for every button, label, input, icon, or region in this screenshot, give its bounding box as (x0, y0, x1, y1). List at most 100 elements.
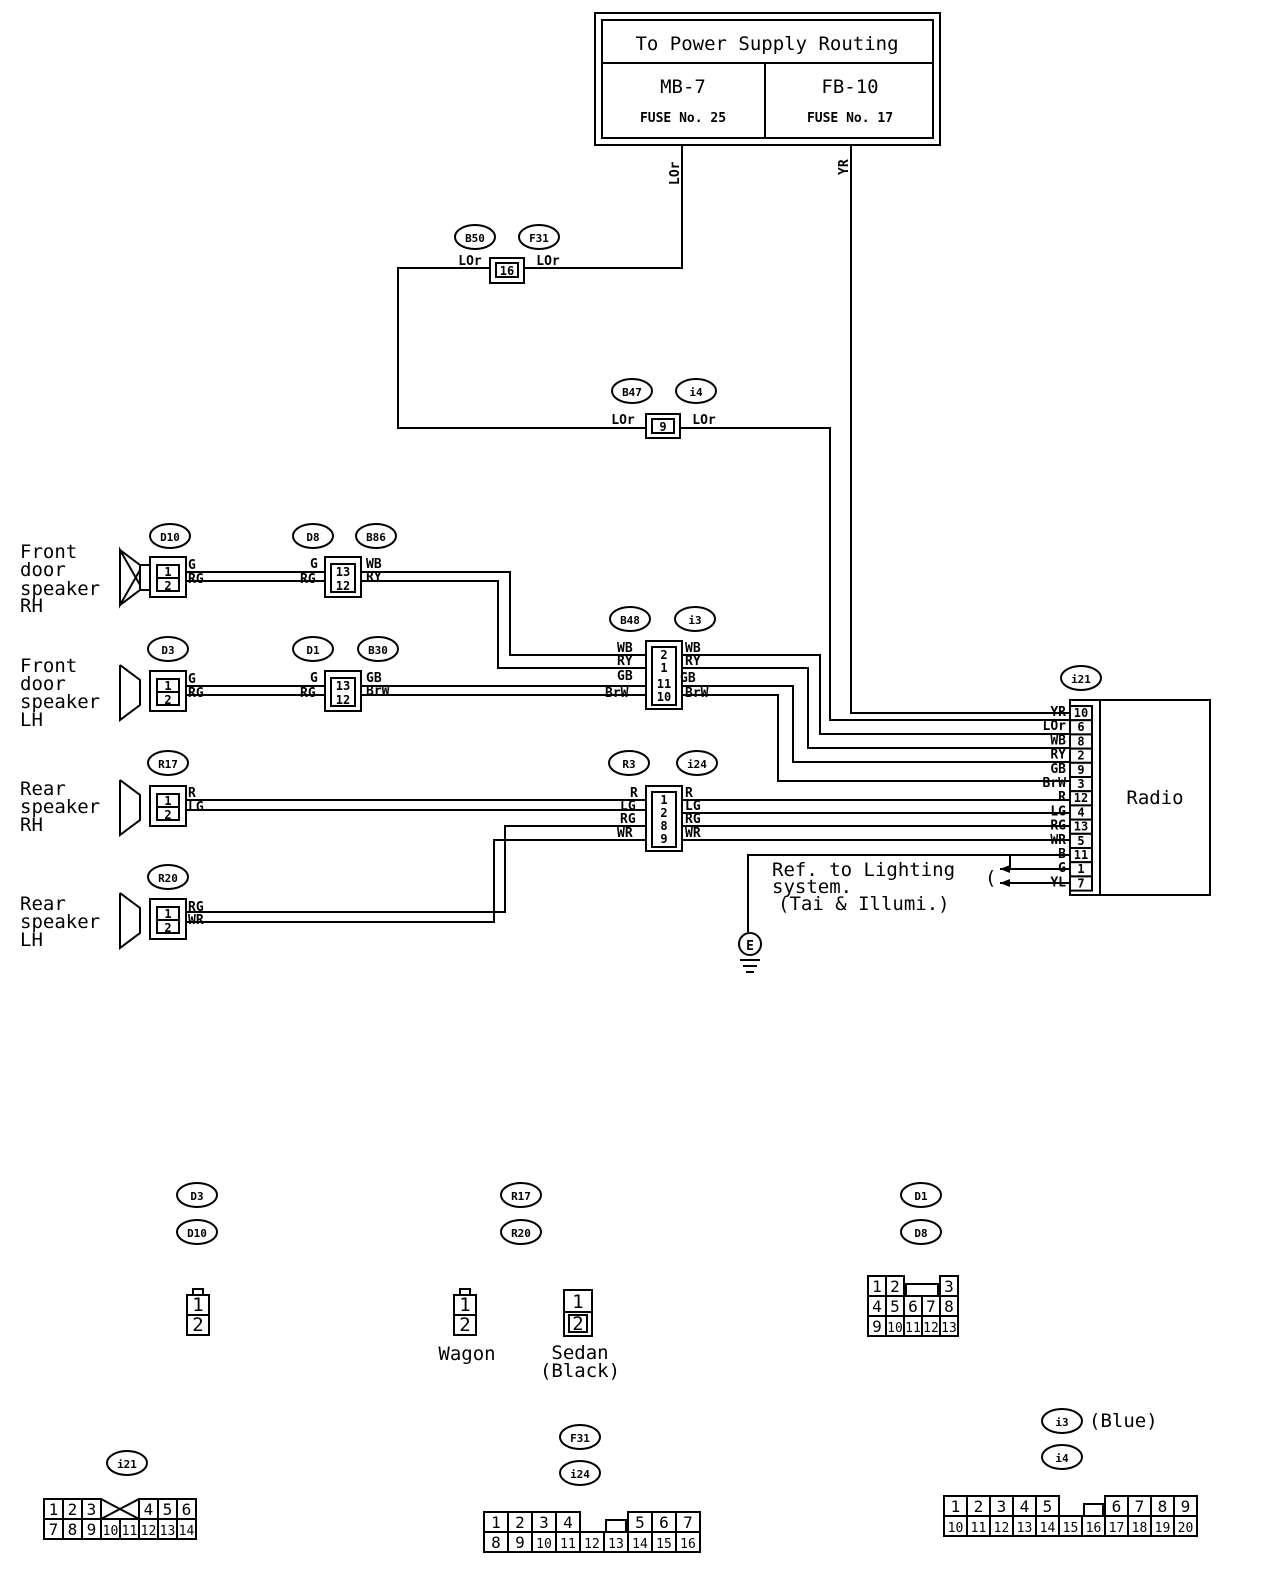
svg-text:1: 1 (459, 1294, 470, 1316)
svg-text:1: 1 (164, 907, 171, 921)
svg-text:2: 2 (164, 808, 171, 822)
i21-tag: i21 (1071, 673, 1091, 686)
b48-tag: B48 (620, 614, 640, 627)
svg-text:2: 2 (164, 693, 171, 707)
pin-number: 13 (160, 1524, 176, 1539)
svg-text:Rear speaker LH: Rear speaker LH (20, 893, 112, 951)
pin-number: 10 (948, 1521, 964, 1536)
pin-number: 4 (144, 1500, 154, 1519)
radio-pin-number: 10 (1074, 706, 1088, 720)
pin-number: 19 (1155, 1521, 1171, 1536)
connector-b48-i3: B48 i3 2 1 11 10 WB RY GB BrW WB RY GB B… (605, 606, 1070, 782)
pin-number: 4 (872, 1297, 882, 1316)
front-speaker-rh: Front door speaker RH D10 1 2 G RG D8 B8… (20, 523, 646, 669)
b86-tag: B86 (366, 531, 386, 544)
svg-text:RG: RG (300, 572, 316, 587)
svg-text:R: R (630, 786, 638, 801)
front-lh-l1: Front (20, 655, 77, 677)
radio-wire-label: WB (1050, 733, 1066, 748)
svg-text:D3: D3 (190, 1190, 203, 1203)
b50-tag: B50 (465, 232, 485, 245)
pin-number: 3 (944, 1277, 954, 1296)
rear-rh-l2: speaker (20, 796, 100, 818)
r17-tag: R17 (158, 758, 178, 771)
pin-cell (675, 1531, 701, 1553)
pin-number: 3 (539, 1513, 549, 1532)
svg-text:R20: R20 (511, 1227, 531, 1240)
wagon-label: Wagon (438, 1343, 495, 1365)
pin-number: 5 (163, 1500, 173, 1519)
pin-number: 11 (560, 1537, 576, 1552)
pin-number: 20 (1178, 1521, 1194, 1536)
pin-number: 5 (1043, 1497, 1053, 1516)
svg-text:RG: RG (300, 686, 316, 701)
svg-text:GB: GB (680, 671, 696, 686)
i3-tag: i3 (688, 614, 701, 627)
d10-tag: D10 (160, 531, 180, 544)
rear-speaker-lh: Rear speaker LH R20 1 2 RG WR (20, 864, 204, 951)
pin-number: 12 (923, 1321, 939, 1336)
pin-number: 8 (1158, 1497, 1168, 1516)
pin-number: 7 (49, 1520, 59, 1539)
pin-number: 1 (49, 1500, 59, 1519)
front-rh-l3: speaker (20, 578, 100, 600)
svg-text:9: 9 (660, 832, 667, 846)
ground-label: E (746, 939, 754, 954)
i24-tag: i24 (687, 758, 707, 771)
pin-number: 5 (635, 1513, 645, 1532)
radio-wire-label: GB (1050, 762, 1066, 777)
pin-number: 6 (659, 1513, 669, 1532)
svg-text:2: 2 (164, 579, 171, 593)
pin-number: 11 (122, 1524, 138, 1539)
radio-pin-number: 9 (1077, 763, 1084, 777)
radio-pin-number: 7 (1077, 876, 1084, 890)
svg-text:R: R (685, 786, 693, 801)
svg-text:1: 1 (164, 679, 171, 693)
pin-number: 1 (491, 1513, 501, 1532)
front-lh-l3: speaker (20, 691, 100, 713)
pin-number: 9 (87, 1520, 97, 1539)
pin-number: 7 (926, 1297, 936, 1316)
radio-pin-number: 4 (1077, 805, 1084, 819)
pin-number: 3 (87, 1500, 97, 1519)
pin-number: 4 (563, 1513, 573, 1532)
pin-number: 16 (680, 1537, 696, 1552)
svg-text:F31: F31 (570, 1432, 590, 1445)
radio-wire-label: RG (1050, 819, 1066, 834)
pin-number: 12 (994, 1521, 1010, 1536)
pin-cell (1173, 1515, 1198, 1537)
rear-speaker-rh: Rear speaker RH R17 1 2 R LG (20, 750, 646, 837)
pin-number: 13 (608, 1537, 624, 1552)
radio-pin-number: 12 (1074, 791, 1088, 805)
f31-tag: F31 (529, 232, 549, 245)
connector-views: D3 D10 1 2 R17 R20 1 2 Wagon 1 2 Sedan (… (43, 1182, 1198, 1553)
svg-text:WR: WR (617, 826, 633, 841)
pin-number: 9 (515, 1533, 525, 1552)
lor-label-b50: LOr (458, 254, 482, 269)
svg-text:BrW: BrW (685, 686, 709, 701)
pin-number: 9 (1181, 1497, 1191, 1516)
pin-number: 5 (890, 1297, 900, 1316)
svg-text:LG: LG (188, 800, 204, 815)
connector-b47-i4: B47 i4 9 LOr LOr (611, 378, 1070, 721)
fuse-17-label: FUSE No. 17 (807, 111, 893, 126)
svg-text:RG: RG (620, 812, 636, 827)
yr-wire-label: YR (837, 159, 852, 175)
svg-text:D8: D8 (914, 1227, 927, 1240)
rear-rh-l1: Rear (20, 778, 66, 800)
pin-number: 6 (908, 1297, 918, 1316)
svg-text:13: 13 (336, 679, 350, 693)
radio-wire-label: RY (1050, 748, 1066, 763)
pin-number: 6 (1112, 1497, 1122, 1516)
pin-number: 13 (941, 1321, 957, 1336)
svg-text:RG: RG (685, 812, 701, 827)
svg-text:WB: WB (366, 557, 382, 572)
radio-pin-number: 2 (1077, 749, 1084, 763)
pin-cell (176, 1518, 197, 1540)
radio-wire-label: WR (1050, 833, 1066, 848)
svg-text:2: 2 (459, 1314, 470, 1336)
pin-number: 2 (515, 1513, 525, 1532)
